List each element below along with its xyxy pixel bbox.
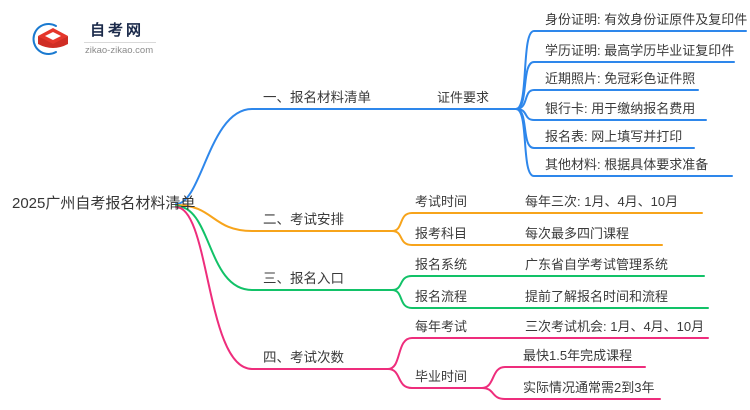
branch3-child-label[interactable]: 报名流程 — [415, 289, 468, 304]
branch1-leaf6-connector — [515, 108, 733, 177]
branch1-leaf-node[interactable]: 学历证明: 最高学历毕业证复印件 — [545, 43, 735, 58]
branch2-row2-connector — [391, 230, 663, 246]
branch4-child-label[interactable]: 每年考试 — [415, 319, 468, 334]
branch4-row2-connector — [387, 368, 483, 389]
logo-domain-url: zikao-zikao.com — [85, 45, 154, 56]
branch2-leaf-node[interactable]: 每次最多四门课程 — [525, 226, 630, 241]
branch4-label[interactable]: 四、考试次数 — [263, 350, 344, 365]
branch1-leaf-node[interactable]: 近期照片: 免冠彩色证件照 — [545, 71, 696, 86]
branch2-child-label[interactable]: 考试时间 — [415, 194, 468, 209]
branch2-trunk — [175, 204, 393, 232]
branch2-leaf-node[interactable]: 每年三次: 1月、4月、10月 — [525, 194, 679, 209]
branch3-child-label[interactable]: 报名系统 — [415, 257, 468, 272]
branch4-leaf-node[interactable]: 三次考试机会: 1月、4月、10月 — [525, 319, 705, 334]
root-node[interactable]: 2025广州自考报名材料清单 — [12, 195, 196, 212]
logo-title: 自考网 — [90, 22, 145, 39]
branch3-leaf-node[interactable]: 提前了解报名时间和流程 — [525, 289, 669, 304]
branch1-trunk — [175, 108, 517, 205]
branch1-child-label[interactable]: 证件要求 — [437, 90, 490, 105]
branch4-trunk — [175, 206, 389, 370]
branch4-leaf-node[interactable]: 实际情况通常需2到3年 — [523, 380, 655, 395]
branch1-leaf-node[interactable]: 身份证明: 有效身份证原件及复印件 — [545, 12, 748, 27]
branch4-child-label[interactable]: 毕业时间 — [415, 369, 468, 384]
logo-divider — [84, 42, 156, 43]
graduation-cap-logo-icon — [32, 23, 68, 55]
branch3-label[interactable]: 三、报名入口 — [263, 271, 344, 286]
branch3-row2-connector — [391, 289, 709, 309]
branch2-row1-connector — [391, 212, 703, 232]
branch1-leaf-node[interactable]: 银行卡: 用于缴纳报名费用 — [545, 101, 696, 116]
site-logo: 自考网 zikao-zikao.com — [26, 14, 176, 62]
branch1-leaf-node[interactable]: 其他材料: 根据具体要求准备 — [545, 157, 709, 172]
branch2-label[interactable]: 二、考试安排 — [263, 212, 344, 227]
branch4-row1-connector — [387, 337, 709, 370]
branch2-child-label[interactable]: 报考科目 — [415, 226, 468, 241]
branch4-biye-leaf1-connector — [481, 366, 646, 389]
branch3-trunk — [175, 205, 393, 291]
branch1-leaf-node[interactable]: 报名表: 网上填写并打印 — [545, 129, 683, 144]
branch4-biye-leaf2-connector — [481, 387, 661, 400]
branch3-leaf-node[interactable]: 广东省自学考试管理系统 — [525, 257, 669, 272]
branch1-label[interactable]: 一、报名材料清单 — [263, 90, 371, 105]
branch4-leaf-node[interactable]: 最快1.5年完成课程 — [523, 348, 633, 363]
